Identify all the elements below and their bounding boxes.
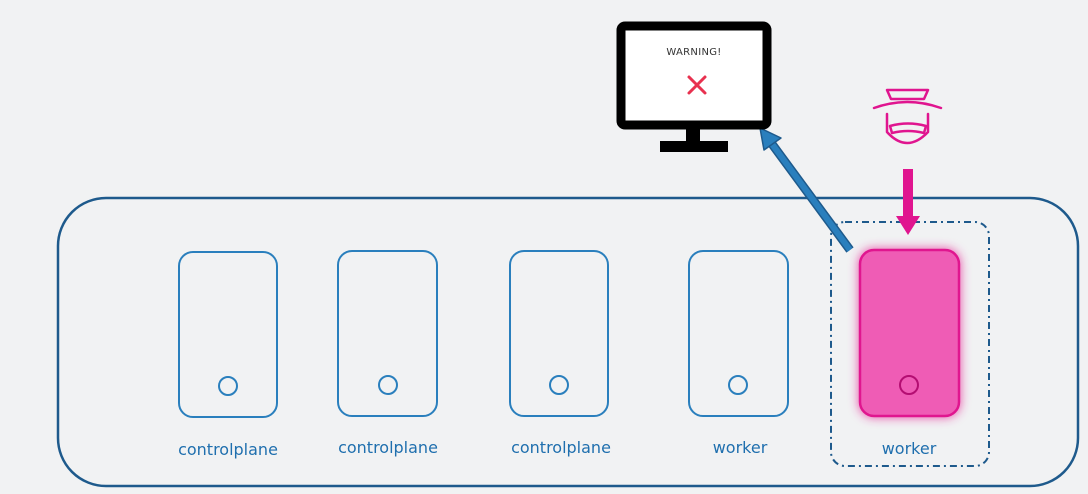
node-device [178,251,278,418]
cluster-boundary [56,196,1080,488]
node-device [688,250,789,417]
node-button [728,375,748,395]
node-label: controlplane [511,438,611,457]
node-button [549,375,569,395]
node-button [899,375,919,395]
node-label: worker [882,439,937,458]
node-controlplane-3: controlplane [509,250,611,457]
node-device [337,250,438,417]
node-device [858,248,961,418]
node-controlplane-2: controlplane [337,250,438,457]
node-button [378,375,398,395]
monitor-icon: WARNING! [616,21,772,152]
node-worker-1: worker [688,250,789,457]
compromised-node-highlight [830,221,990,467]
node-device [509,250,609,417]
node-controlplane-1: controlplane [178,251,278,459]
warning-text: WARNING! [666,47,721,58]
node-button [218,376,238,396]
x-mark-icon [687,75,707,95]
alert-arrow [759,127,854,253]
node-worker-compromised: worker [858,248,961,458]
node-label: worker [713,438,768,457]
node-label: controlplane [338,438,438,457]
spy-hat-icon [872,88,943,145]
attack-arrow [896,169,920,235]
node-label: controlplane [178,440,278,459]
